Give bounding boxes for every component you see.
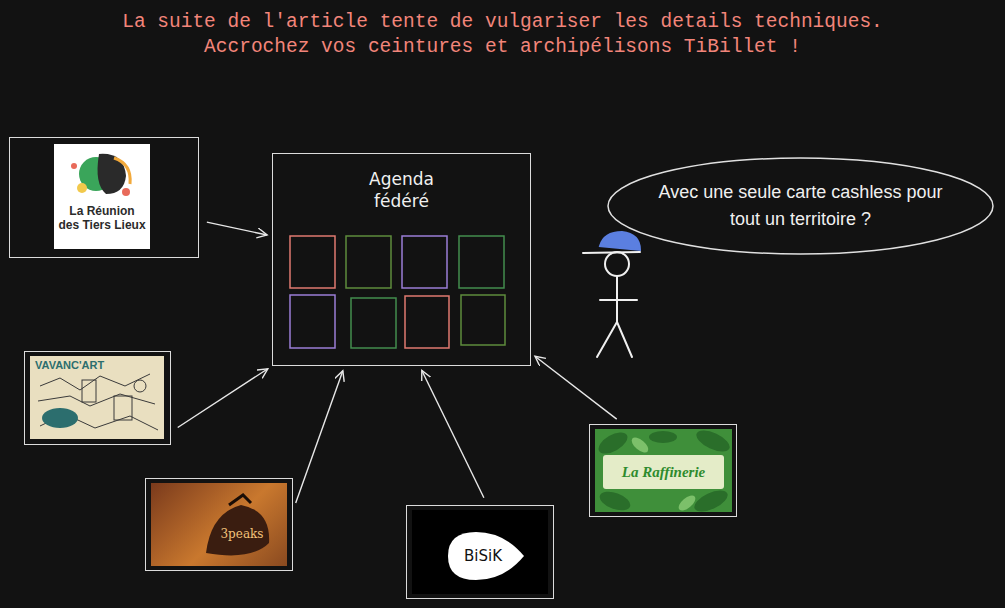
logo-panel: VAVANC'ART: [30, 356, 164, 439]
logo-text: BiSiK: [450, 547, 516, 565]
arrow-connector: [178, 369, 268, 428]
title-text: La suite de l'article tente de vulgarise…: [108, 10, 898, 60]
bubble-text: Avec une seule carte cashless pour tout …: [656, 179, 946, 233]
logo-panel: 3peaks: [151, 483, 287, 566]
logo-text: La Raffinerie: [601, 463, 726, 481]
agenda-squares: [290, 236, 505, 348]
node-title: Agenda fédéré: [352, 168, 452, 212]
arrow-connector: [296, 371, 343, 503]
speech-bubble: Avec une seule carte cashless pour tout …: [606, 156, 995, 256]
logo-panel: La Réunion des Tiers Lieux: [54, 144, 150, 249]
title-bar: La suite de l'article tente de vulgarise…: [0, 10, 1005, 60]
logo-card: 3peaks: [145, 478, 293, 571]
logo-panel: BiSiK: [412, 510, 548, 594]
logo-art: [151, 483, 287, 566]
arrow-connector: [422, 370, 484, 497]
stick-figure: [583, 232, 640, 357]
logo-text: 3peaks: [211, 527, 273, 541]
logo-card: VAVANC'ART: [24, 351, 171, 445]
arrow-connector: [535, 356, 617, 419]
logo-text: VAVANC'ART: [35, 359, 155, 372]
logo-card: BiSiK: [406, 505, 554, 599]
logo-card: La Raffinerie: [589, 424, 737, 517]
agenda-box: Agenda fédéré: [272, 153, 531, 366]
bubble-outline: [606, 156, 995, 256]
logo-art: [54, 144, 150, 249]
bubble-ellipse: [608, 158, 993, 254]
logo-panel: La Raffinerie: [595, 429, 732, 512]
logo-card: La Réunion des Tiers Lieux: [9, 137, 199, 258]
logo-text: La Réunion des Tiers Lieux: [58, 204, 146, 232]
arrow-connector: [207, 222, 267, 235]
